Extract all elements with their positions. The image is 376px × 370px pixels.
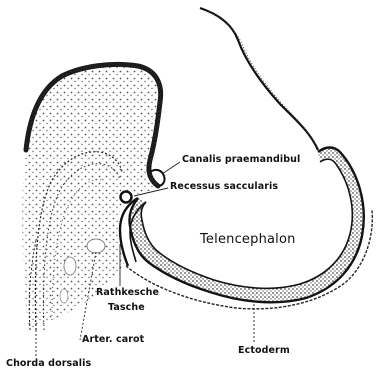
label-canalis-praemandibularis: Canalis praemandibul (182, 155, 300, 165)
label-recessus-saccularis: Recessus saccularis (170, 182, 278, 192)
label-chorda-dorsalis: Chorda dorsalis (6, 359, 91, 369)
vessel-small (64, 257, 76, 275)
label-telencephalon: Telencephalon (200, 233, 296, 246)
label-tasche: Tasche (108, 303, 145, 313)
telencephalon-wall-tissue (129, 148, 363, 303)
label-ectoderm: Ectoderm (238, 346, 290, 356)
upper-membrane (200, 8, 318, 150)
label-rathkesche: Rathkesche (96, 288, 159, 298)
vessel-lower (60, 289, 68, 303)
recessus-saccularis-ring (121, 192, 132, 203)
arteria-carotis (87, 239, 105, 253)
label-arteria-carotis: Arter. carot (82, 335, 144, 345)
